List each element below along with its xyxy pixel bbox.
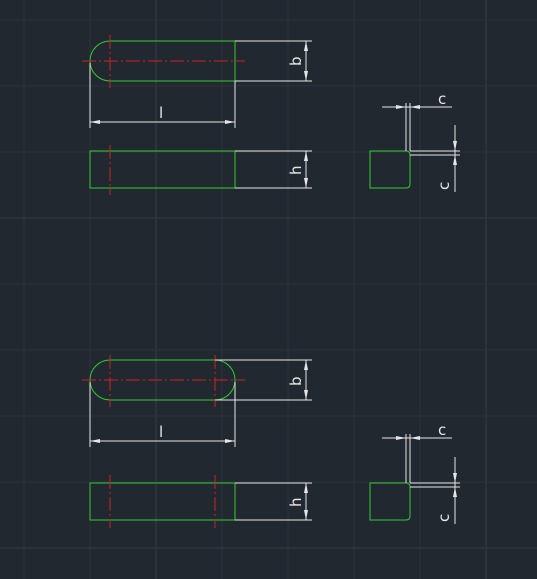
key-bottom-view[interactable] (82, 355, 245, 407)
key-top-front-outline[interactable] (89, 150, 236, 189)
dim-height-label: h (287, 165, 305, 175)
dim-chamfer-h-label: c (438, 90, 446, 108)
key-bottom-front-outline[interactable] (89, 482, 236, 521)
dim-length-label: l (159, 104, 163, 122)
dim-length-bottom[interactable]: l (89, 382, 236, 447)
dim-chamfer-h-label: c (438, 421, 446, 439)
key-bottom-cross-section[interactable] (369, 482, 411, 521)
key-top-cross-section[interactable] (369, 150, 411, 189)
key-bottom-front-view[interactable] (89, 475, 236, 528)
dim-width-bottom[interactable]: b (215, 359, 312, 401)
cross-section-outline[interactable] (369, 482, 411, 521)
dim-chamfer-bottom[interactable]: c c (382, 421, 460, 524)
dim-chamfer-top[interactable]: c c (382, 90, 460, 192)
dim-length-top[interactable]: l (89, 63, 236, 128)
dim-length-label: l (159, 423, 163, 441)
dim-height-bottom[interactable]: h (235, 482, 312, 521)
key-top-view[interactable] (82, 35, 245, 88)
dim-height-label: h (287, 497, 305, 507)
key-top-front-view[interactable] (89, 145, 236, 195)
dim-width-label: b (287, 56, 305, 66)
dim-chamfer-v-label: c (435, 514, 453, 522)
cross-section-outline[interactable] (369, 150, 411, 189)
dim-height-top[interactable]: h (235, 150, 312, 189)
dim-width-top[interactable]: b (235, 40, 312, 82)
dim-width-label: b (287, 376, 305, 386)
dim-chamfer-v-label: c (435, 182, 453, 190)
